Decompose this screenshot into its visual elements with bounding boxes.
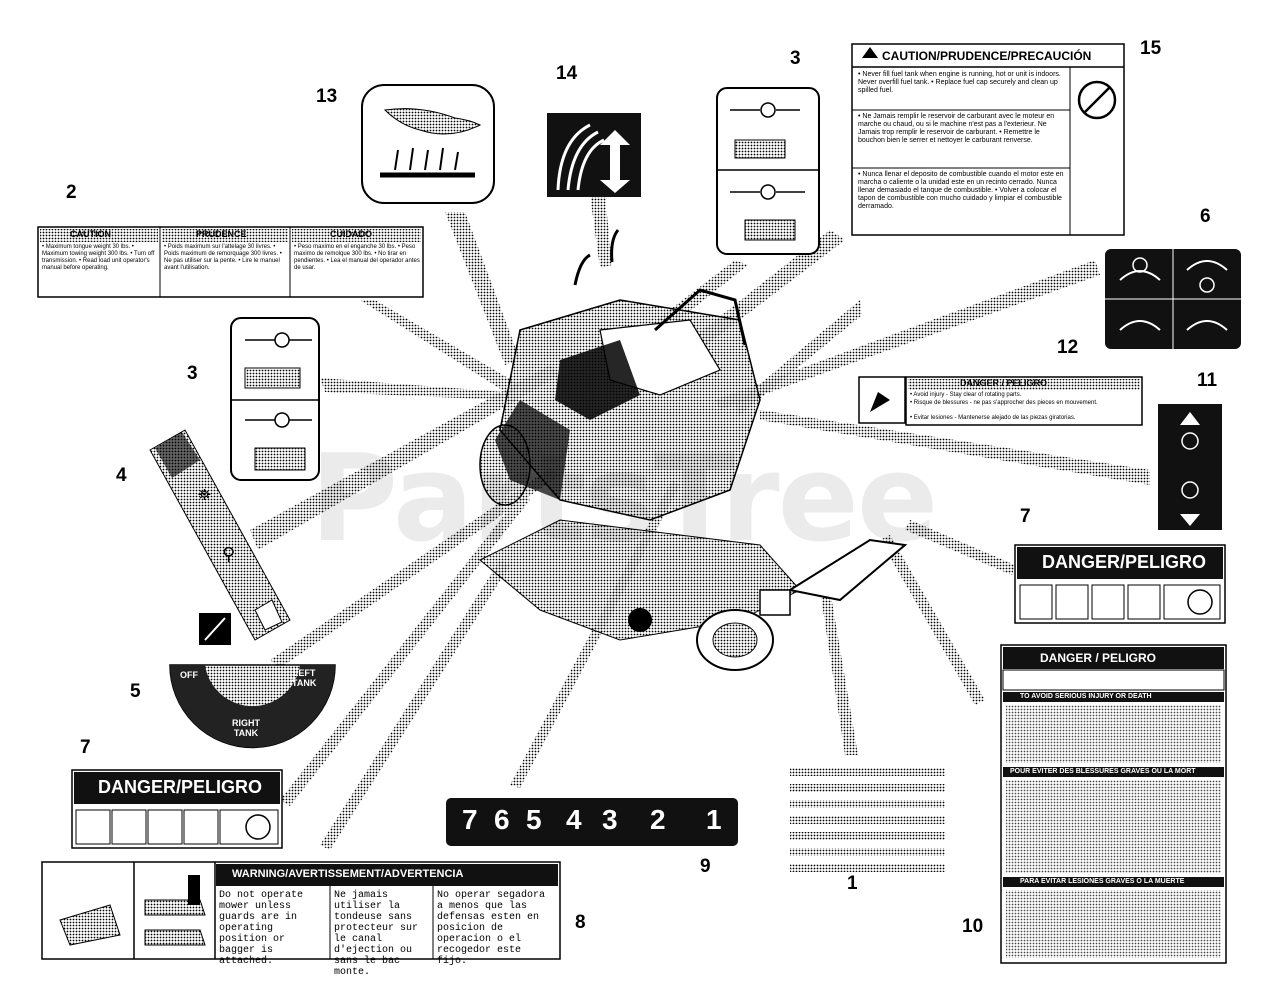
decal-12-english: • Avoid injury - Stay clear of rotating … xyxy=(910,392,1022,398)
callout-14: 14 xyxy=(556,63,578,84)
callout-2: 2 xyxy=(66,182,77,203)
decal-5-right-tank-label: RIGHT TANK xyxy=(232,718,260,738)
decal-6-motion-control xyxy=(1105,249,1241,349)
decal-7-left-title: DANGER/PELIGRO xyxy=(98,777,263,797)
decal-11-speed-control xyxy=(1158,404,1222,530)
decal-5-off-label: OFF xyxy=(180,670,198,680)
callout-3-left: 3 xyxy=(187,363,198,384)
decal-12-spanish: • Evitar lesiones - Mantenerse alejado d… xyxy=(910,415,1076,421)
decal-14-height-adjust xyxy=(547,113,641,197)
decal-1-stripe-set xyxy=(790,768,945,872)
decal-15-title: CAUTION/PRUDENCE/PRECAUCIÓN xyxy=(882,49,1092,63)
decal-10-subheader-es: PARA EVITAR LESIONES GRAVES O LA MUERTE xyxy=(1020,878,1185,885)
decal-7-right-title: DANGER/PELIGRO xyxy=(1042,552,1207,572)
callout-6: 6 xyxy=(1200,206,1211,227)
watermark: PartsTree xyxy=(310,430,938,569)
decal-8-spanish: No operar segadora a menos que las defen… xyxy=(437,890,546,967)
decal-15-english: • Never fill fuel tank when engine is ru… xyxy=(858,71,1061,94)
decal-10-title: DANGER / PELIGRO xyxy=(1040,651,1157,665)
callout-12: 12 xyxy=(1057,337,1079,358)
callout-5: 5 xyxy=(130,681,141,702)
decal-3-pto-top xyxy=(716,87,820,255)
decal-2-prudence-header: PRUDENCE xyxy=(196,229,247,239)
decal-4-throttle-strip: ⛯ ⚲ xyxy=(149,429,291,641)
decal-8-title: WARNING/AVERTISSEMENT/ADVERTENCIA xyxy=(232,868,464,880)
decal-2-tow-caution xyxy=(37,226,424,298)
callout-9: 9 xyxy=(700,856,711,877)
callout-7-left: 7 xyxy=(80,737,91,758)
decal-2-cuidado-header: CUIDADO xyxy=(330,229,372,239)
decal-3-pto-left xyxy=(230,317,320,481)
decal-12-title: DANGER / PELIGRO xyxy=(960,378,1048,388)
callout-11: 11 xyxy=(1197,370,1218,391)
height-digit: 5 xyxy=(526,804,542,835)
height-digit: 3 xyxy=(602,804,618,835)
svg-text:⛯: ⛯ xyxy=(198,485,211,504)
decal-5-fuel-selector xyxy=(169,664,336,749)
decal-15-fuel-caution xyxy=(851,43,1125,236)
decal-8-english: Do not operate mower unless guards are i… xyxy=(219,890,304,967)
callout-13: 13 xyxy=(316,86,338,107)
callout-3-top: 3 xyxy=(790,48,801,69)
decal-7-left-pictograms xyxy=(71,769,283,849)
decal-2-spanish: • Peso maximo en el enganche 30 lbs. • P… xyxy=(294,244,420,271)
decal-10-subheader-fr: POUR EVITER DES BLESSURES GRAVES OU LA M… xyxy=(1010,768,1196,775)
height-digit: 4 xyxy=(566,804,582,835)
decal-15-spanish: • Nunca llenar el deposito de combustibl… xyxy=(858,171,1064,210)
decal-15-french: • Ne Jamais remplir le reservoir de carb… xyxy=(858,113,1055,144)
zero-turn-mower-illustration xyxy=(479,229,908,671)
decal-10-subheader-en: TO AVOID SERIOUS INJURY OR DEATH xyxy=(1020,693,1152,700)
decal-12-french: • Risque de blessures - ne pas s'approch… xyxy=(910,400,1098,406)
decal-10-danger-panel xyxy=(1000,644,1227,964)
callout-7-right: 7 xyxy=(1020,506,1031,527)
decal-5-left-tank-label: LEFT TANK xyxy=(292,668,317,688)
callout-1: 1 xyxy=(847,873,858,894)
decal-2-caution-header: CAUTION xyxy=(70,229,111,239)
callout-4: 4 xyxy=(116,465,127,486)
leader-lines xyxy=(250,195,1150,850)
height-digit: 2 xyxy=(650,804,666,835)
callout-8: 8 xyxy=(575,912,586,933)
decal-7-right-pictograms xyxy=(1014,544,1226,624)
decal-8-french: Ne jamais utiliser la tondeuse sans prot… xyxy=(334,890,419,978)
decal-13-blade-hazard xyxy=(361,84,495,204)
decal-8-warning-panel xyxy=(41,861,561,960)
height-digit: 1 xyxy=(706,804,722,835)
decal-9-height-scale xyxy=(446,798,738,846)
decal-2-french: • Poids maximum sur l'attelage 30 livres… xyxy=(164,244,282,271)
height-digit: 7 xyxy=(462,804,478,835)
decal-2-english: • Maximum tongue weight 30 lbs. • Maximu… xyxy=(42,244,155,271)
svg-text:⚲: ⚲ xyxy=(222,544,235,565)
height-digit: 6 xyxy=(494,804,510,835)
callout-15: 15 xyxy=(1140,38,1162,59)
callout-10: 10 xyxy=(962,916,984,937)
